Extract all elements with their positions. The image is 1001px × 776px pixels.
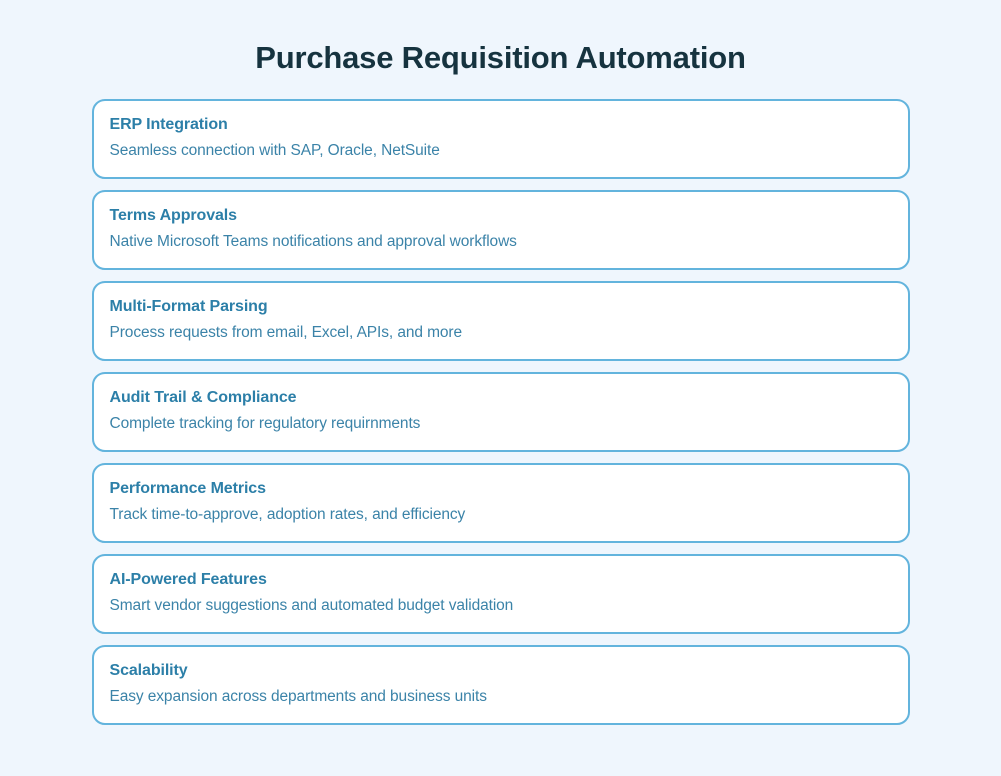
feature-card-title: AI-Powered Features (109, 571, 267, 588)
feature-card-description: Track time-to-approve, adoption rates, a… (109, 506, 466, 523)
feature-card-title: Scalability (109, 662, 188, 679)
feature-card-title: Multi-Format Parsing (109, 298, 268, 315)
feature-card-description: Smart vendor suggestions and automated b… (109, 597, 514, 614)
feature-card[interactable]: Scalability Easy expansion across depart… (91, 645, 910, 725)
feature-card[interactable]: ERP Integration Seamless connection with… (91, 99, 910, 179)
feature-card-title: Terms Approvals (109, 207, 238, 224)
feature-card[interactable]: Multi-Format Parsing Process requests fr… (91, 281, 910, 361)
feature-card-title: Performance Metrics (109, 480, 266, 497)
feature-card-description: Process requests from email, Excel, APIs… (109, 324, 463, 341)
feature-card[interactable]: Performance Metrics Track time-to-approv… (91, 463, 910, 543)
feature-card-title: ERP Integration (109, 116, 228, 133)
feature-card-list: ERP Integration Seamless connection with… (91, 99, 910, 725)
feature-card-description: Complete tracking for regulatory requirn… (109, 415, 421, 432)
feature-card[interactable]: AI-Powered Features Smart vendor suggest… (91, 554, 910, 634)
page-title: Purchase Requisition Automation (255, 40, 746, 75)
feature-card-description: Seamless connection with SAP, Oracle, Ne… (109, 142, 440, 159)
feature-card-title: Audit Trail & Compliance (109, 389, 297, 406)
feature-card[interactable]: Audit Trail & Compliance Complete tracki… (91, 372, 910, 452)
feature-card-description: Native Microsoft Teams notifications and… (109, 233, 517, 250)
feature-card[interactable]: Terms Approvals Native Microsoft Teams n… (91, 190, 910, 270)
feature-card-description: Easy expansion across departments and bu… (109, 688, 487, 705)
